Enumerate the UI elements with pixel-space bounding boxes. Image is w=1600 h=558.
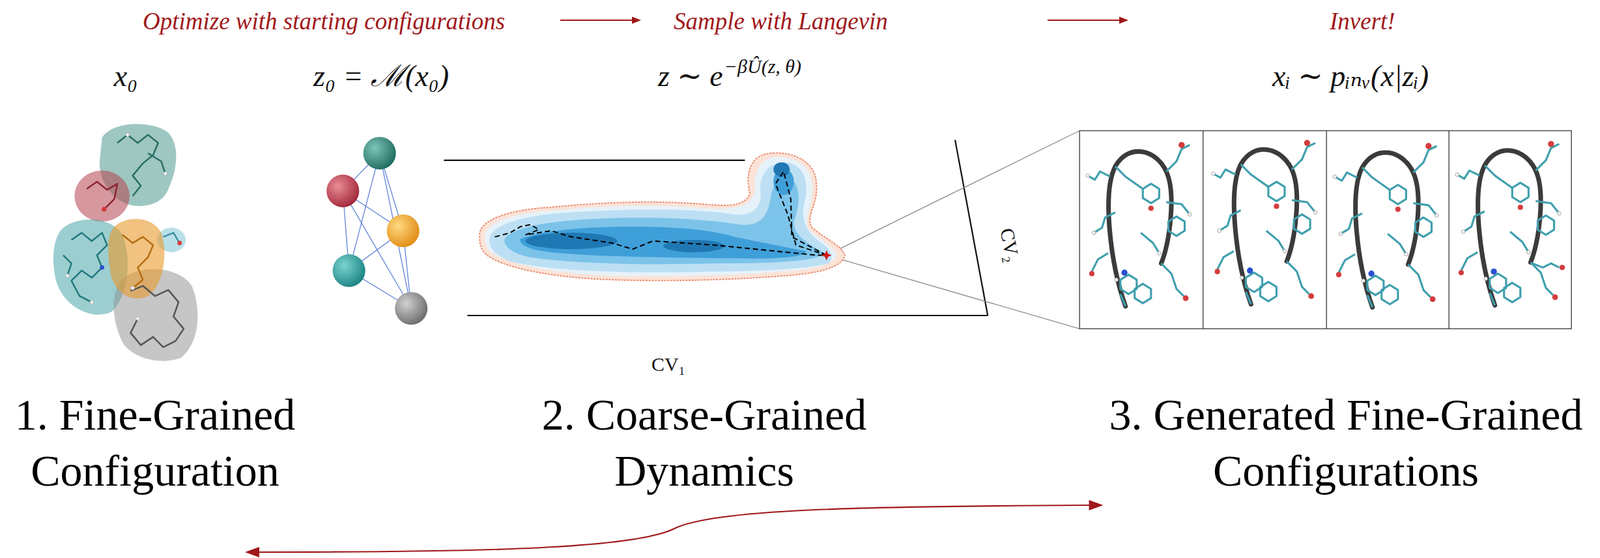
illustration-space (313, 94, 887, 387)
fine-grained-molecule (53, 123, 199, 361)
math-text: x₀ (114, 59, 138, 93)
step-caption: Sample with Langevin (673, 6, 888, 37)
step-heading: 2. Coarse-Grained Dynamics (521, 386, 887, 499)
step-panel: xᵢ ∼ pᵢₙᵥ(x|zᵢ) 3. Generated Fine-Grained… (1103, 57, 1589, 518)
step-caption: Invert! (1329, 6, 1396, 37)
step-caption: Optimize with starting configurations (142, 6, 505, 37)
step-heading: 1. Fine-Grained Configuration (5, 386, 305, 499)
arrow-head (1089, 499, 1104, 511)
math-label: xᵢ ∼ pᵢₙᵥ(x|zᵢ) (1272, 57, 1429, 95)
math-row: z₀ = ℳ(x₀) z ∼ e−βÛ(z, θ) (313, 57, 887, 95)
axis-label: CV₂ (994, 226, 1025, 264)
step-panel: z₀ = ℳ(x₀) z ∼ e−βÛ(z, θ) 2. Coarse-Graine… (313, 57, 887, 499)
arrow-head (244, 546, 260, 558)
free-energy-plot (443, 130, 1080, 329)
math-text: xᵢ ∼ pᵢₙᵥ(x|zᵢ) (1272, 59, 1429, 93)
math-text: z₀ = ℳ(x₀) (313, 59, 449, 93)
generated-configurations (1079, 130, 1572, 329)
math-text: z ∼ e (657, 59, 724, 93)
math-row: x₀ (5, 57, 305, 95)
connector-arrow (244, 499, 1104, 558)
coarse-grained-beads (326, 136, 428, 325)
illustration-space (1103, 94, 1589, 387)
math-row: xᵢ ∼ pᵢₙᵥ(x|zᵢ) (1103, 57, 1589, 95)
step-heading: 3. Generated Fine-Grained Configurations (1103, 386, 1589, 499)
math-label: z₀ = ℳ(x₀) (313, 57, 449, 95)
illustration-space (5, 94, 305, 387)
connector-line (256, 504, 1092, 552)
axis-label: CV₁ (651, 351, 686, 377)
math-label: z ∼ e−βÛ(z, θ) (657, 57, 802, 98)
math-superscript: −βÛ(z, θ) (724, 55, 802, 77)
math-label: x₀ (114, 57, 138, 95)
step-panel: x₀ 1. Fine-Grained Configuration (5, 57, 305, 552)
